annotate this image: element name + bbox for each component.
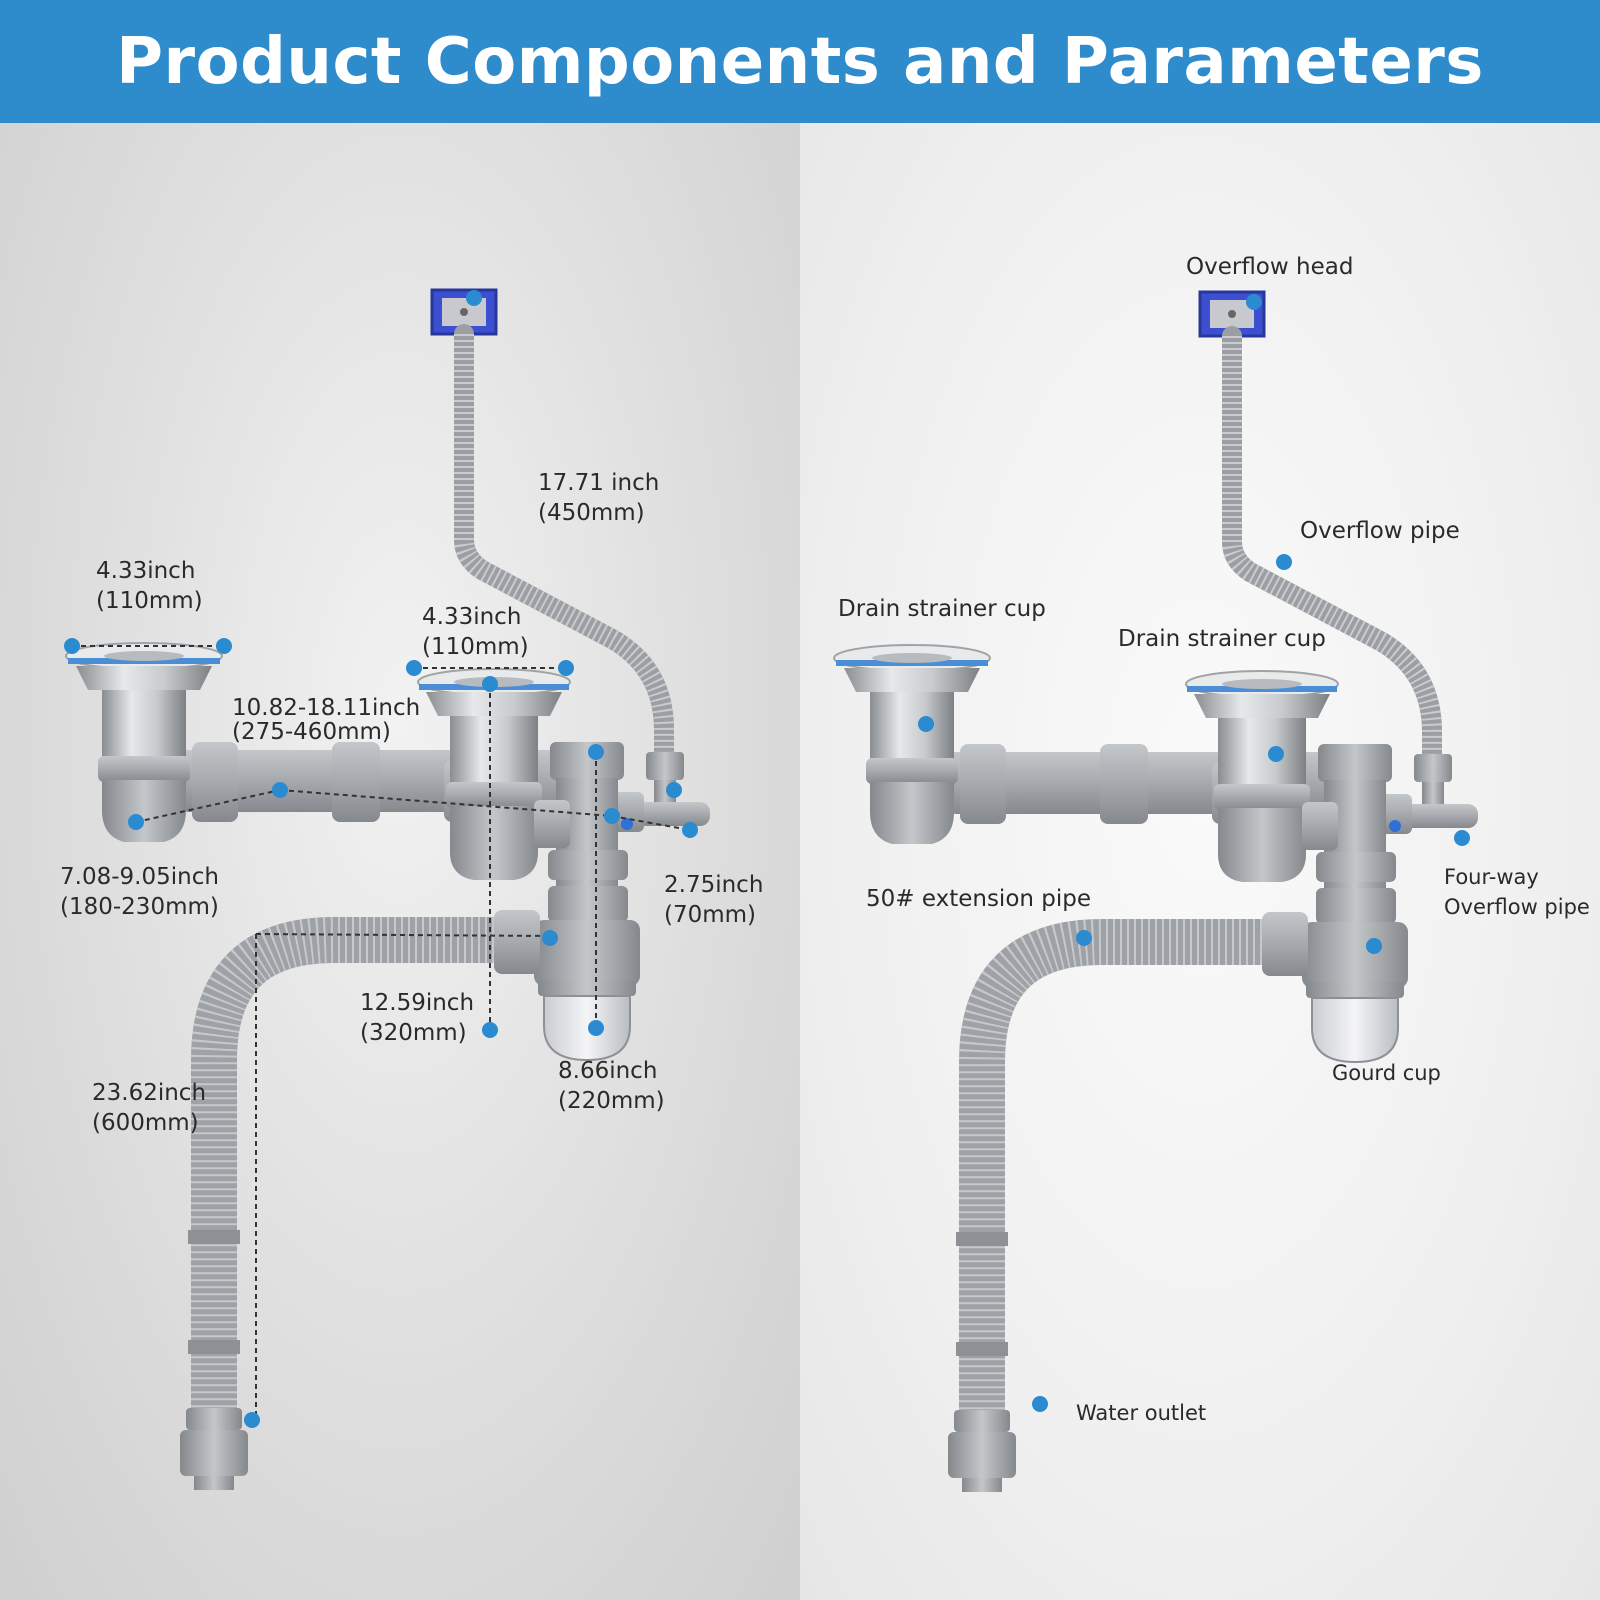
marker-dot (128, 814, 144, 830)
label-four-way-overflow-pipe: Four-way Overflow pipe (1444, 865, 1590, 919)
title-banner: Product Components and Parameters (0, 0, 1600, 123)
marker-dot (482, 1022, 498, 1038)
marker-dot (1276, 554, 1292, 570)
marker-dot (1032, 1396, 1048, 1412)
dimension-lines (72, 645, 691, 1416)
marker-dot (406, 660, 422, 676)
label-overflow-head: Overflow head (1186, 254, 1354, 280)
marker-dot (666, 782, 682, 798)
label-extension-pipe: 50# extension pipe (866, 886, 1092, 912)
label-overflow-pipe: Overflow pipe (1300, 518, 1460, 544)
marker-dot (1076, 930, 1092, 946)
dimension-left-elbow: 7.08-9.05inch (180-230mm) (60, 864, 219, 920)
dimension-markers (64, 290, 698, 1428)
label-drain-strainer-left: Drain strainer cup (838, 596, 1046, 622)
marker-dot (604, 808, 620, 824)
marker-dot (682, 822, 698, 838)
label-gourd-cup: Gourd cup (1332, 1061, 1441, 1085)
dimension-height: 12.59inch (320mm) (360, 990, 475, 1046)
component-markers (918, 294, 1470, 1412)
marker-dot (588, 1020, 604, 1036)
dimension-left-strainer: 4.33inch (110mm) (96, 558, 203, 614)
marker-dot (558, 660, 574, 676)
marker-dot (918, 716, 934, 732)
components-panel (800, 123, 1600, 1600)
label-drain-strainer-right: Drain strainer cup (1118, 626, 1326, 652)
marker-dot (1268, 746, 1284, 762)
marker-dot (588, 744, 604, 760)
marker-dot (64, 638, 80, 654)
dimension-strainer-spacing: 10.82-18.11inch (275-460mm) (232, 695, 421, 745)
label-water-outlet: Water outlet (1076, 1401, 1207, 1425)
marker-dot (1454, 830, 1470, 846)
marker-dot (272, 782, 288, 798)
dimension-overflow-pipe: 17.71 inch (450mm) (538, 470, 660, 526)
dimensions-panel (0, 123, 800, 1600)
marker-dot (244, 1412, 260, 1428)
page-title: Product Components and Parameters (116, 24, 1484, 99)
marker-dot (542, 930, 558, 946)
dimension-outlet-hose: 23.62inch (600mm) (92, 1080, 207, 1136)
marker-dot (482, 676, 498, 692)
marker-dot (1366, 938, 1382, 954)
dimension-gourd-width: 8.66inch (220mm) (558, 1058, 665, 1114)
marker-dot (1246, 294, 1262, 310)
marker-dot (216, 638, 232, 654)
dimension-overflow-connector: 2.75inch (70mm) (664, 872, 764, 928)
marker-dot (466, 290, 482, 306)
dimension-right-strainer: 4.33inch (110mm) (422, 604, 529, 660)
